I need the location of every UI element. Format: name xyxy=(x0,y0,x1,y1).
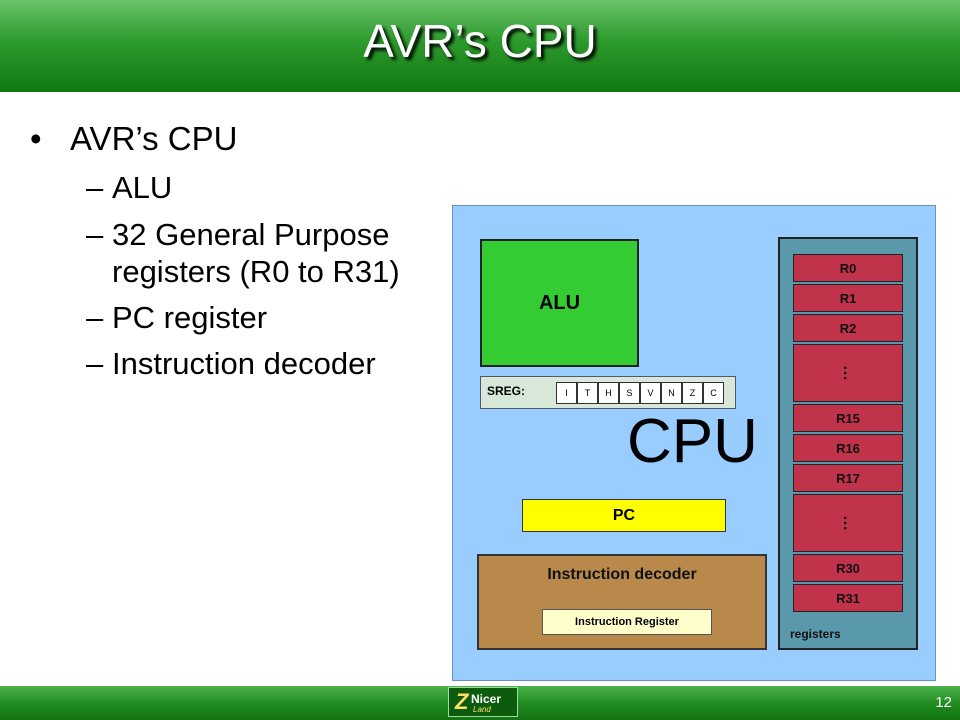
registers-label: registers xyxy=(790,627,841,641)
flag-c: C xyxy=(703,382,724,404)
ellipsis-vertical-icon: … xyxy=(840,515,857,531)
bullet-main: • AVR’s CPU xyxy=(30,118,450,160)
bullet-dot: • xyxy=(30,120,42,157)
flag-v: V xyxy=(640,382,661,404)
flag-z: Z xyxy=(682,382,703,404)
ellipsis-vertical-icon: … xyxy=(840,365,857,381)
register-r30: R30 xyxy=(793,554,903,582)
sub-bullet-registers: – 32 General Purpose registers (R0 to R3… xyxy=(30,216,450,290)
flag-i: I xyxy=(556,382,577,404)
register-r17: R17 xyxy=(793,464,903,492)
flag-t: T xyxy=(577,382,598,404)
sub-bullet-text: PC register xyxy=(112,300,268,335)
slide-title: AVR’s CPU xyxy=(363,15,597,67)
bullet-list: • AVR’s CPU – ALU – 32 General Purpose r… xyxy=(30,118,450,382)
sub-bullet-alu: – ALU xyxy=(30,170,450,206)
sub-bullet-text-line1: 32 General Purpose xyxy=(112,217,390,252)
sreg-label: SREG: xyxy=(487,384,526,398)
bullet-main-text: AVR’s CPU xyxy=(70,120,238,157)
logo-word: Nicer xyxy=(471,692,502,706)
register-r31: R31 xyxy=(793,584,903,612)
sub-bullet-text: Instruction decoder xyxy=(112,346,376,381)
cpu-diagram: ALU SREG: I T H S V N Z C CPU PC Instruc… xyxy=(452,205,936,681)
page-number: 12 xyxy=(935,694,952,711)
instruction-decoder: Instruction decoder Instruction Register xyxy=(477,554,767,650)
sreg-flags: I T H S V N Z C xyxy=(556,382,724,404)
title-bar: AVR’s CPU xyxy=(0,0,960,92)
register-r2: R2 xyxy=(793,314,903,342)
sub-bullet-dash: – xyxy=(86,217,104,252)
register-file: R0 R1 R2 … R15 R16 R17 … R30 R31 registe… xyxy=(778,237,918,650)
cpu-label: CPU xyxy=(627,407,758,476)
sub-bullet-text: ALU xyxy=(112,170,173,205)
alu-block: ALU xyxy=(480,239,639,367)
sub-bullet-dash: – xyxy=(86,170,104,205)
register-ellipsis-lower: … xyxy=(793,494,903,552)
register-r1: R1 xyxy=(793,284,903,312)
flag-s: S xyxy=(619,382,640,404)
logo-letter: Z xyxy=(455,689,469,714)
instruction-decoder-label: Instruction decoder xyxy=(547,566,697,583)
sub-bullet-pc: – PC register xyxy=(30,300,450,336)
sreg-register: SREG: I T H S V N Z C xyxy=(480,376,736,409)
flag-h: H xyxy=(598,382,619,404)
register-r0: R0 xyxy=(793,254,903,282)
sub-bullet-dash: – xyxy=(86,346,104,381)
logo-sub: Land xyxy=(473,705,491,714)
pc-register: PC xyxy=(522,499,726,532)
flag-n: N xyxy=(661,382,682,404)
register-ellipsis-upper: … xyxy=(793,344,903,402)
register-r15: R15 xyxy=(793,404,903,432)
znicer-logo: Z Nicer Land xyxy=(448,687,518,717)
sub-bullet-dash: – xyxy=(86,300,104,335)
instruction-register: Instruction Register xyxy=(542,609,712,635)
register-r16: R16 xyxy=(793,434,903,462)
sub-bullet-decoder: – Instruction decoder xyxy=(30,346,450,382)
sub-bullet-text-line2: registers (R0 to R31) xyxy=(112,254,400,289)
